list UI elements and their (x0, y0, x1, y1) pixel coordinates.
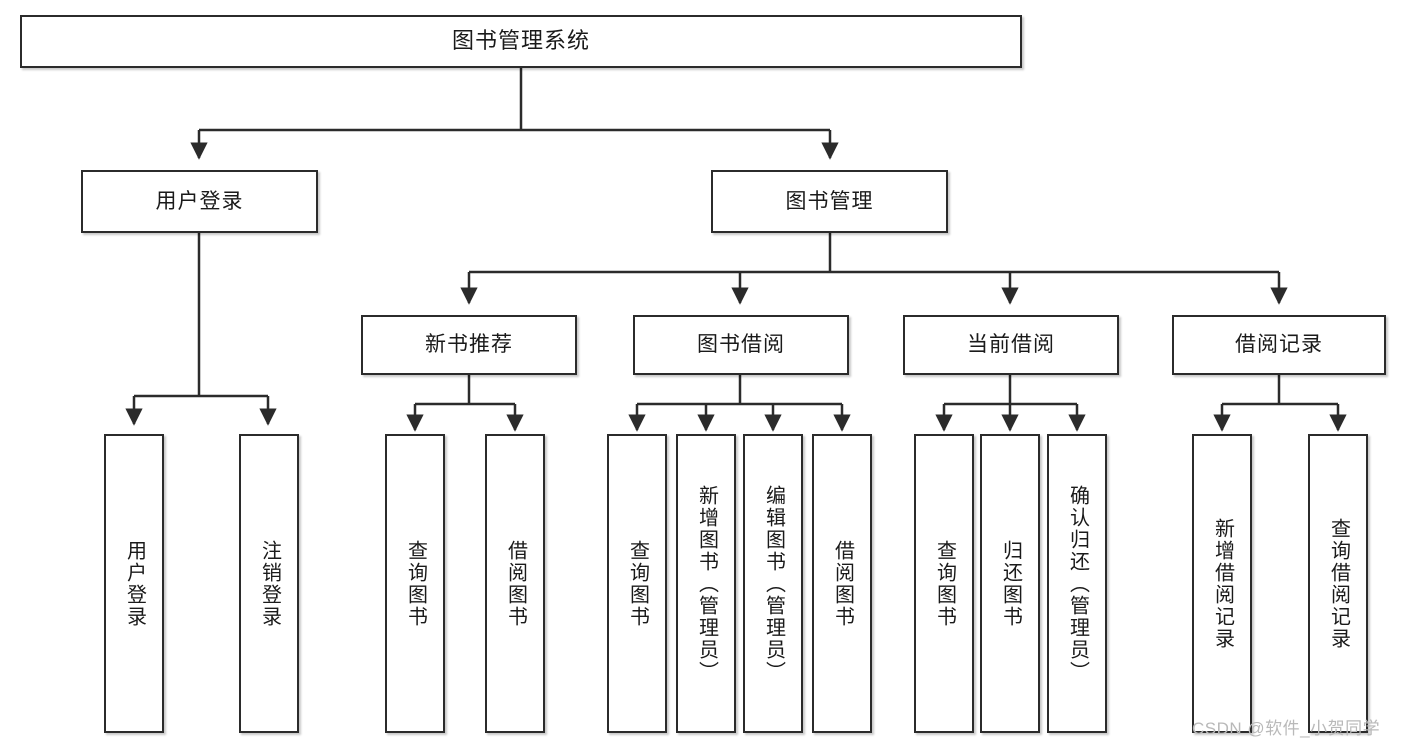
node-book-borrowing[interactable]: 图书借阅 (633, 315, 849, 375)
node-user-login[interactable]: 用户登录 (81, 170, 318, 233)
node-label: 用户登录 (123, 539, 146, 628)
node-label: 当前借阅 (967, 333, 1055, 357)
leaf-borrow-books-recommend[interactable]: 借阅图书 (485, 434, 545, 733)
node-label: 借阅记录 (1235, 333, 1323, 357)
node-book-management[interactable]: 图书管理 (711, 170, 948, 233)
node-label: 图书管理 (785, 189, 874, 213)
node-label: 借阅图书 (831, 539, 854, 628)
leaf-query-books-borrow[interactable]: 查询图书 (607, 434, 667, 733)
node-new-book-recommendation[interactable]: 新书推荐 (361, 315, 577, 375)
leaf-add-book-admin[interactable]: 新增图书（管理员） (676, 434, 736, 733)
watermark-csdn: CSDN @软件_小贺同学 (1192, 719, 1381, 738)
node-label: 查询图书 (626, 539, 649, 628)
leaf-logout[interactable]: 注销登录 (239, 434, 299, 733)
node-label: 图书管理系统 (451, 28, 590, 54)
node-label: 用户登录 (155, 189, 244, 213)
node-label: 确认归还（管理员） (1066, 484, 1089, 683)
node-root-library-management-system[interactable]: 图书管理系统 (20, 15, 1022, 68)
node-current-borrowing[interactable]: 当前借阅 (903, 315, 1119, 375)
node-borrowing-records[interactable]: 借阅记录 (1172, 315, 1386, 375)
node-label: 归还图书 (999, 539, 1022, 628)
leaf-return-books[interactable]: 归还图书 (980, 434, 1040, 733)
node-label: 借阅图书 (504, 539, 527, 628)
node-label: 编辑图书（管理员） (762, 484, 785, 683)
leaf-user-login[interactable]: 用户登录 (104, 434, 164, 733)
leaf-confirm-return-admin[interactable]: 确认归还（管理员） (1047, 434, 1107, 733)
leaf-query-books-current[interactable]: 查询图书 (914, 434, 974, 733)
node-label: 图书借阅 (697, 333, 785, 357)
leaf-add-borrow-record[interactable]: 新增借阅记录 (1192, 434, 1252, 733)
leaf-query-borrow-record[interactable]: 查询借阅记录 (1308, 434, 1368, 733)
node-label: 查询图书 (933, 539, 956, 628)
node-label: 查询图书 (404, 539, 427, 628)
node-label: 新增借阅记录 (1211, 517, 1234, 650)
leaf-borrow-books[interactable]: 借阅图书 (812, 434, 872, 733)
node-label: 新增图书（管理员） (695, 484, 718, 683)
leaf-query-books-recommend[interactable]: 查询图书 (385, 434, 445, 733)
node-label: 查询借阅记录 (1327, 517, 1350, 650)
leaf-edit-book-admin[interactable]: 编辑图书（管理员） (743, 434, 803, 733)
node-label: 新书推荐 (425, 333, 513, 357)
node-label: 注销登录 (258, 539, 281, 628)
